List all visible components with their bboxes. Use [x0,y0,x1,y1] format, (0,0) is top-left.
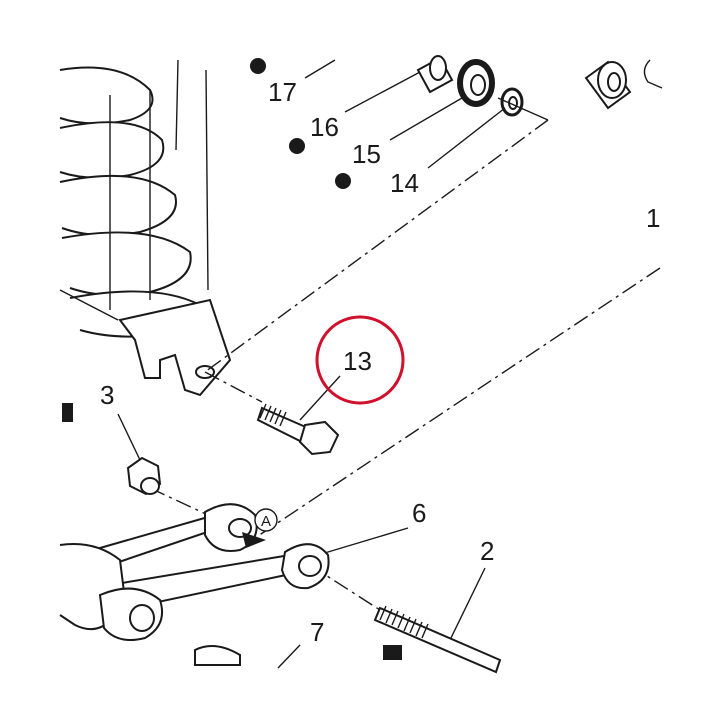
mark-a-circle: A [254,508,278,532]
seal-ring-15 [457,59,495,107]
bolt-2 [373,605,502,674]
assembly-arrow [242,532,266,548]
highlight-circle-13 [315,315,405,405]
bullet-16 [289,138,305,154]
callout-15: 15 [352,139,381,169]
bearing-bushing-16 [416,55,454,94]
nut-3 [126,456,162,496]
callout-1: 1 [646,203,660,233]
square-marker-bottom [383,645,402,660]
callout-13: 13 [343,346,372,376]
marker-bullets [62,58,402,660]
shock-absorber [59,59,232,397]
frame-lever [59,543,164,641]
callout-6: 6 [412,498,426,528]
callout-14: 14 [390,168,419,198]
bolt-13 [256,403,340,456]
mark-a-label: A [261,513,271,530]
callout-17: 17 [268,77,297,107]
callout-2: 2 [480,536,494,566]
linkage-rod-lower-6 [108,543,330,612]
bullet-14 [335,173,351,189]
callout-7: 7 [310,617,324,647]
callout-3: 3 [100,380,114,410]
sleeve-7 [194,645,241,666]
callout-numbers: 17 16 15 14 1 13 3 6 2 7 [100,77,660,647]
square-marker-left [62,403,73,422]
linkage-rod-upper [98,503,258,567]
callout-16: 16 [310,112,339,142]
leader-lines [117,59,506,669]
washer-14 [500,87,524,117]
bullet-17 [250,58,266,74]
bushing-upper-right [584,59,663,110]
